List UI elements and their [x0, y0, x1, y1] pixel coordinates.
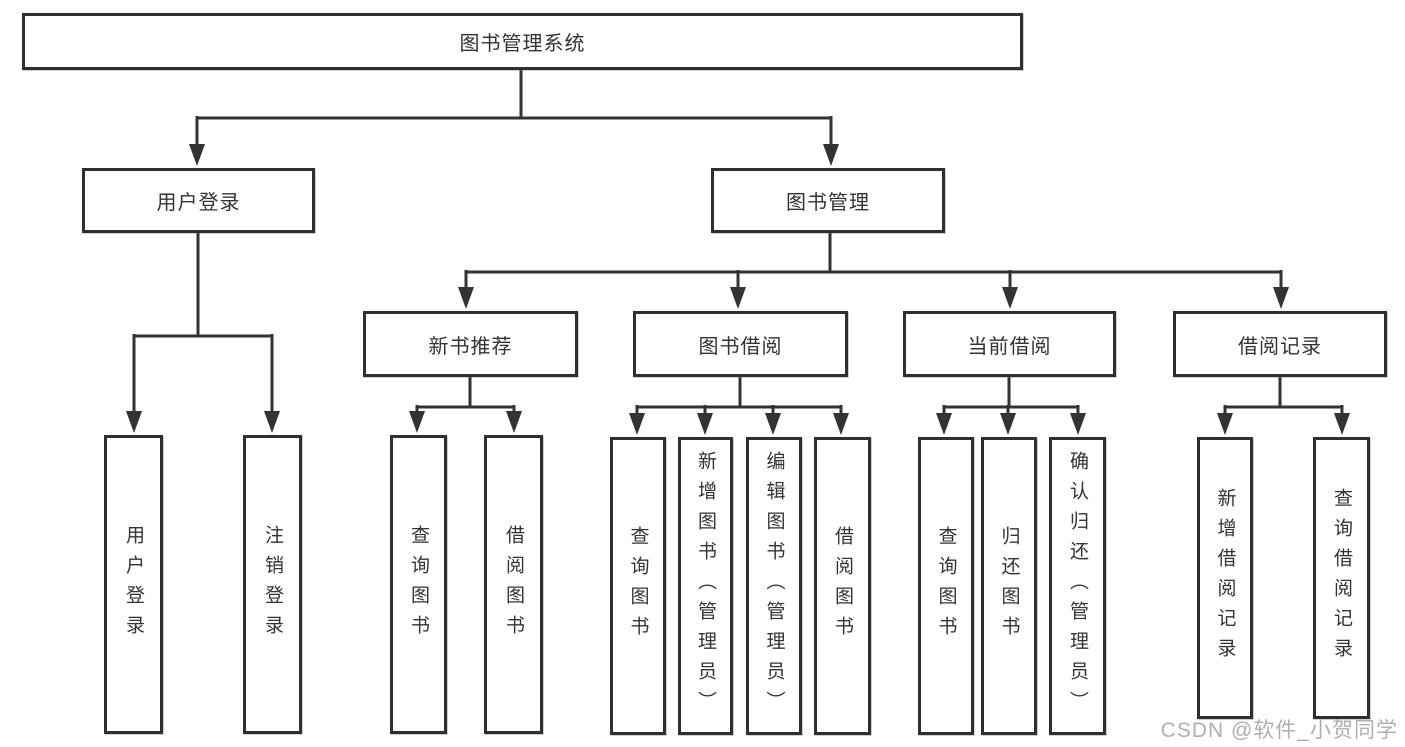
leaf-borrow-books-label: 借阅图书 — [832, 526, 853, 646]
node-book-management-label: 图书管理 — [786, 192, 870, 214]
leaf-return-books-label: 归还图书 — [998, 526, 1020, 646]
node-user-login: 用户登录 — [82, 168, 315, 233]
leaf-logout: 注销登录 — [243, 435, 302, 734]
node-book-borrow-label: 图书借阅 — [698, 335, 783, 358]
leaf-query-books-recommend-label: 查询图书 — [408, 524, 429, 645]
node-new-book-recommend-label: 新书推荐 — [428, 335, 513, 358]
leaf-confirm-return-admin-label: 确认归还（管理员） — [1067, 451, 1088, 721]
arrowheads — [126, 144, 1350, 435]
leaf-user-login-label: 用户登录 — [123, 524, 144, 645]
leaf-borrow-books: 借阅图书 — [814, 437, 871, 735]
leaf-confirm-return-admin: 确认归还（管理员） — [1049, 437, 1106, 735]
node-book-borrow: 图书借阅 — [633, 311, 848, 377]
leaf-user-login: 用户登录 — [104, 435, 163, 734]
csdn-watermark: CSDN @软件_小贺同学 — [1160, 719, 1398, 742]
leaf-add-books-admin-label: 新增图书（管理员） — [695, 451, 716, 721]
leaf-borrow-books-recommend-label: 借阅图书 — [503, 524, 524, 645]
node-current-borrow: 当前借阅 — [903, 311, 1116, 377]
node-new-book-recommend: 新书推荐 — [363, 311, 578, 377]
node-user-login-label: 用户登录 — [156, 192, 241, 214]
leaf-borrow-books-recommend: 借阅图书 — [484, 435, 543, 734]
leaf-query-borrow-record-label: 查询借阅记录 — [1331, 488, 1352, 668]
node-book-management: 图书管理 — [711, 168, 945, 233]
leaf-query-books-current-label: 查询图书 — [935, 526, 957, 646]
leaf-logout-label: 注销登录 — [262, 524, 283, 645]
leaf-edit-books-admin-label: 编辑图书（管理员） — [763, 451, 785, 721]
leaf-add-borrow-record: 新增借阅记录 — [1197, 437, 1253, 719]
leaf-edit-books-admin: 编辑图书（管理员） — [746, 437, 802, 735]
node-root-label: 图书管理系统 — [459, 33, 586, 55]
leaf-query-books-borrow-label: 查询图书 — [627, 526, 649, 646]
leaf-query-borrow-record: 查询借阅记录 — [1313, 437, 1370, 719]
leaf-query-books-recommend: 查询图书 — [390, 435, 447, 734]
leaf-query-books-current: 查询图书 — [918, 437, 974, 735]
node-borrow-records-label: 借阅记录 — [1238, 335, 1322, 358]
leaf-add-books-admin: 新增图书（管理员） — [678, 437, 733, 735]
leaf-return-books: 归还图书 — [981, 437, 1037, 735]
leaf-add-borrow-record-label: 新增借阅记录 — [1214, 488, 1236, 668]
node-root: 图书管理系统 — [22, 13, 1023, 70]
connector-path — [132, 70, 1344, 417]
node-current-borrow-label: 当前借阅 — [967, 335, 1052, 358]
node-borrow-records: 借阅记录 — [1173, 311, 1387, 377]
leaf-query-books-borrow: 查询图书 — [610, 437, 666, 735]
